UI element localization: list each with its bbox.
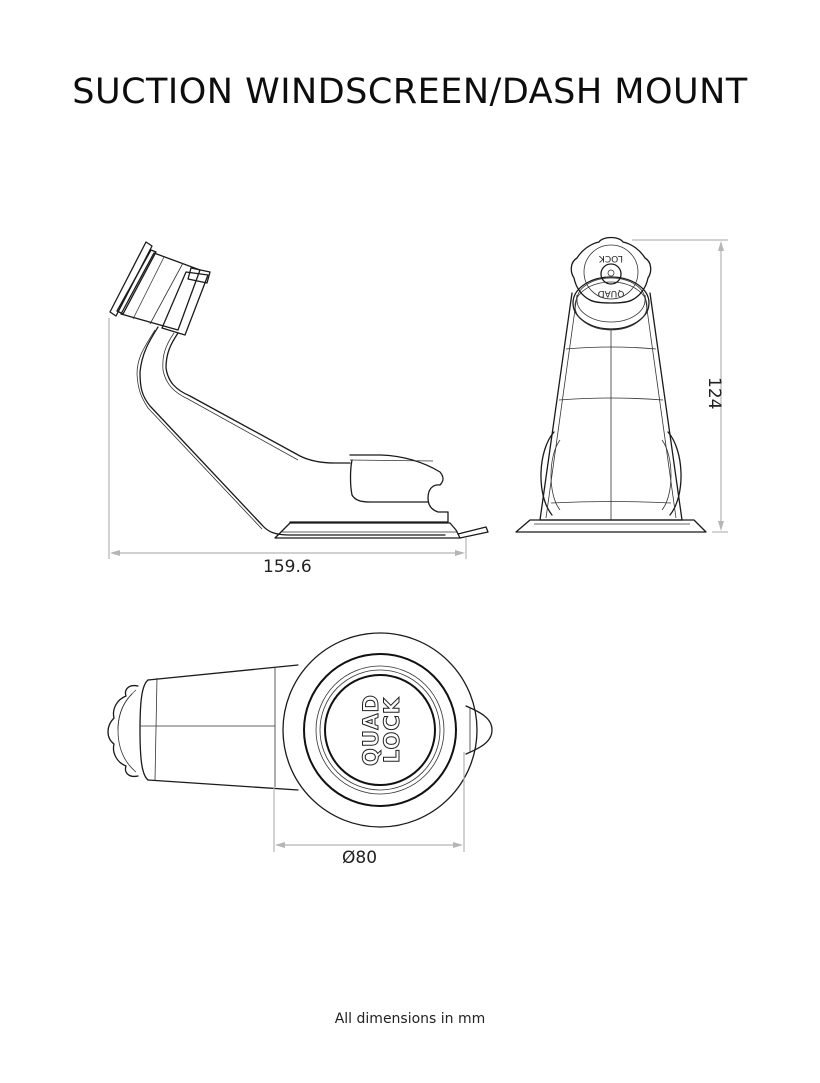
- page-title: SUCTION WINDSCREEN/DASH MOUNT: [72, 72, 748, 112]
- front-view: [515, 236, 707, 533]
- svg-text:QUAD: QUAD: [359, 694, 383, 766]
- top-diameter-label: Ø80: [342, 848, 378, 868]
- quad-lock-logo-icon: QUAD LOCK: [359, 694, 405, 767]
- front-height-label: 124: [704, 377, 724, 410]
- units-note: All dimensions in mm: [334, 1011, 486, 1027]
- mount-head-icon: [109, 241, 211, 336]
- side-width-dimension: [108, 318, 467, 559]
- front-height-dimension: [632, 239, 728, 533]
- svg-text:LOCK: LOCK: [380, 697, 404, 763]
- side-view: [109, 241, 489, 539]
- front-head-logo-bottom: QUAD: [598, 288, 625, 298]
- front-head-logo-top: LOCK: [598, 253, 623, 263]
- top-view: [107, 632, 493, 828]
- top-diameter-dimension: [273, 752, 465, 852]
- side-width-label: 159.6: [263, 557, 312, 577]
